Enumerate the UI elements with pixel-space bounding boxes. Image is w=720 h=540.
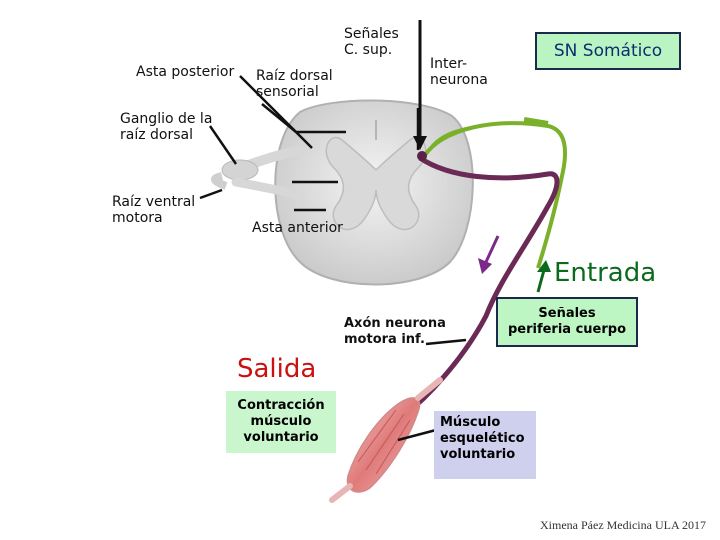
label-interneurona: Inter- neurona [430, 56, 488, 88]
box-senales-periferia-text: Señales periferia cuerpo [507, 306, 627, 337]
motor-pathway [394, 151, 560, 423]
label-asta-posterior: Asta posterior [136, 64, 235, 80]
nerve-roots [211, 145, 305, 201]
box-contraccion: Contracción músculo voluntario [226, 391, 336, 453]
flow-arrows [478, 235, 551, 293]
label-senales-c-sup: Señales C. sup. [344, 26, 399, 58]
label-asta-anterior: Asta anterior [252, 220, 343, 236]
label-axon-neurona: Axón neurona motora inf. [344, 316, 446, 347]
label-ganglio: Ganglio de la raíz dorsal [120, 111, 213, 143]
credit-text: Ximena Páez Medicina ULA 2017 [540, 518, 706, 532]
box-sn-somatico: SN Somático [535, 32, 681, 70]
box-contraccion-text: Contracción músculo voluntario [237, 398, 325, 445]
heading-salida: Salida [237, 354, 317, 384]
label-raiz-dorsal: Raíz dorsal sensorial [256, 68, 333, 100]
sensory-pathway [420, 117, 568, 269]
leader-lines [199, 75, 467, 442]
label-musculo: Músculo esquelético voluntario [440, 415, 525, 462]
box-senales-periferia: Señales periferia cuerpo [496, 297, 638, 347]
box-musculo: Músculo esquelético voluntario [434, 411, 536, 479]
label-raiz-ventral: Raíz ventral motora [112, 194, 196, 226]
spinal-cord [274, 99, 474, 286]
heading-entrada: Entrada [554, 258, 657, 288]
skeletal-muscle [329, 377, 443, 503]
descending-signal-arrow [413, 20, 427, 150]
